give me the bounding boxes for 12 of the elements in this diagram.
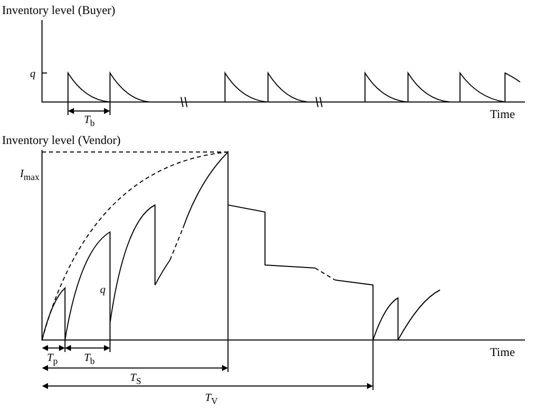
axis-title: Inventory level (Buyer) bbox=[2, 4, 116, 16]
dimension-label: T$_{b}$ bbox=[84, 114, 95, 130]
axis-label: q bbox=[30, 68, 36, 80]
dimension-label: T$_{p}$ bbox=[47, 352, 58, 368]
axis-title: Time bbox=[490, 108, 515, 120]
dimension-label: T$_{S}$ bbox=[130, 372, 142, 388]
dimension-label: T$_{b}$ bbox=[84, 352, 95, 368]
curve-label: q bbox=[100, 284, 106, 296]
axis-title: Inventory level (Vendor) bbox=[2, 134, 121, 146]
axis-title: Time bbox=[490, 346, 515, 358]
axis-label: I$_{max}$ bbox=[20, 168, 40, 184]
dimension-label: T$_{V}$ bbox=[205, 392, 218, 408]
